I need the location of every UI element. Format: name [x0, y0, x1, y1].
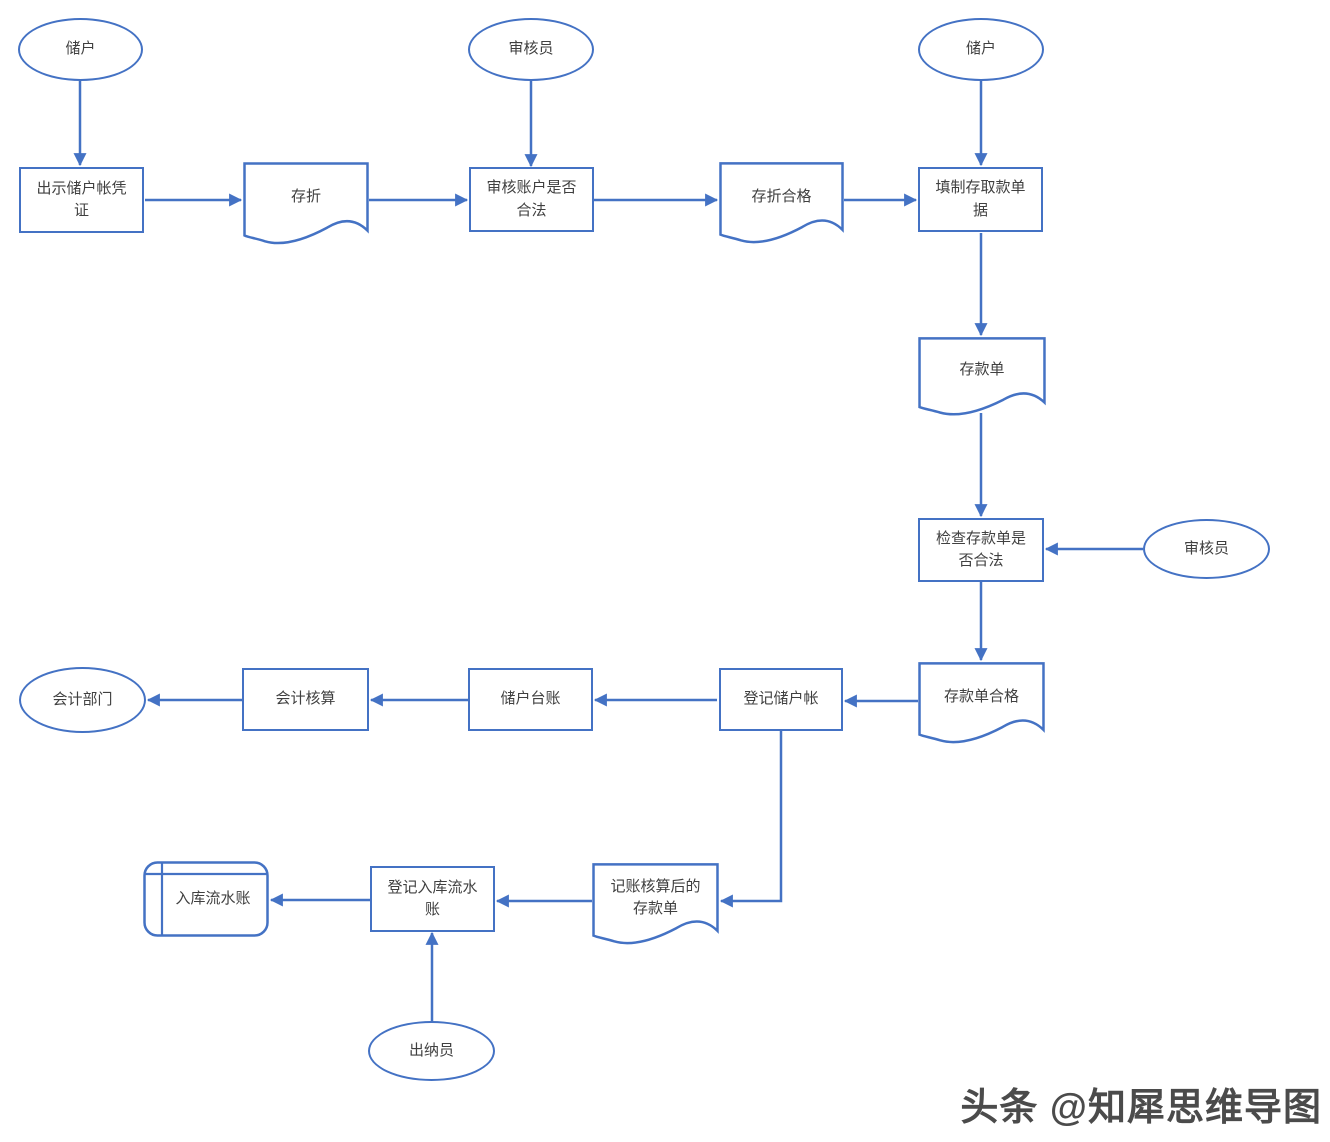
flow-node-auditor-right: 审核员: [1143, 519, 1270, 579]
flow-node-passbook: 存折: [243, 162, 369, 249]
node-label: 存款单: [959, 361, 1005, 379]
node-label: 存折: [290, 188, 321, 206]
node-label: 登记储户帐: [743, 690, 819, 708]
flow-node-register-inbound-journal: 登记入库流水账: [370, 866, 495, 932]
flow-node-deposit-slip-qualified: 存款单合格: [918, 662, 1045, 748]
flow-node-register-depositor-account: 登记储户帐: [719, 668, 843, 731]
node-label: 检查存款单是否合法: [935, 529, 1026, 570]
flow-node-depositor-ledger: 储户台账: [468, 668, 593, 731]
flow-node-accounting-calculation: 会计核算: [242, 668, 369, 731]
flow-node-check-deposit-slip: 检查存款单是否合法: [918, 518, 1044, 582]
flow-node-depositor-top-left: 储户: [18, 18, 143, 81]
flow-node-deposit-slip: 存款单: [918, 337, 1046, 420]
document-shape: [243, 162, 369, 249]
node-label: 审核账户是否合法: [486, 179, 577, 219]
node-label: 审核员: [508, 40, 554, 58]
document-shape: [918, 662, 1045, 748]
flow-node-inbound-journal: 入库流水账: [143, 861, 269, 937]
flow-node-depositor-top-right: 储户: [918, 18, 1044, 81]
node-label: 储户: [65, 40, 96, 58]
internal-storage-shape: [143, 861, 269, 937]
node-label: 会计部门: [52, 690, 113, 708]
node-label: 填制存取款单据: [935, 179, 1026, 219]
document-shape: [592, 863, 719, 949]
document-shape: [918, 337, 1046, 420]
node-label: 存折合格: [751, 187, 812, 205]
flow-node-auditor-top: 审核员: [468, 18, 594, 81]
watermark-text: 头条 @知犀思维导图: [960, 1087, 1322, 1129]
node-label: 登记入库流水账: [387, 878, 478, 919]
flow-node-posted-deposit-slip: 记账核算后的存款单: [592, 863, 719, 949]
flow-node-cashier: 出纳员: [368, 1021, 495, 1081]
flow-node-passbook-qualified: 存折合格: [719, 162, 844, 248]
node-label: 储户台账: [500, 690, 561, 708]
node-label: 记账核算后的存款单: [610, 877, 701, 918]
node-label: 入库流水账: [175, 889, 251, 907]
flow-node-verify-account: 审核账户是否合法: [469, 167, 594, 232]
node-label: 出纳员: [408, 1041, 454, 1059]
node-label: 会计核算: [275, 690, 336, 708]
connector-register-account-posted-slip: [719, 731, 783, 908]
node-label: 出示储户帐凭证: [36, 179, 127, 220]
flow-node-show-voucher: 出示储户帐凭证: [19, 167, 144, 233]
document-shape: [719, 162, 844, 248]
node-label: 存款单合格: [943, 687, 1019, 705]
node-label: 储户: [965, 40, 996, 58]
flow-node-accounting-department: 会计部门: [19, 667, 146, 733]
node-label: 审核员: [1183, 539, 1229, 557]
flow-node-fill-deposit-forms: 填制存取款单据: [918, 167, 1043, 232]
